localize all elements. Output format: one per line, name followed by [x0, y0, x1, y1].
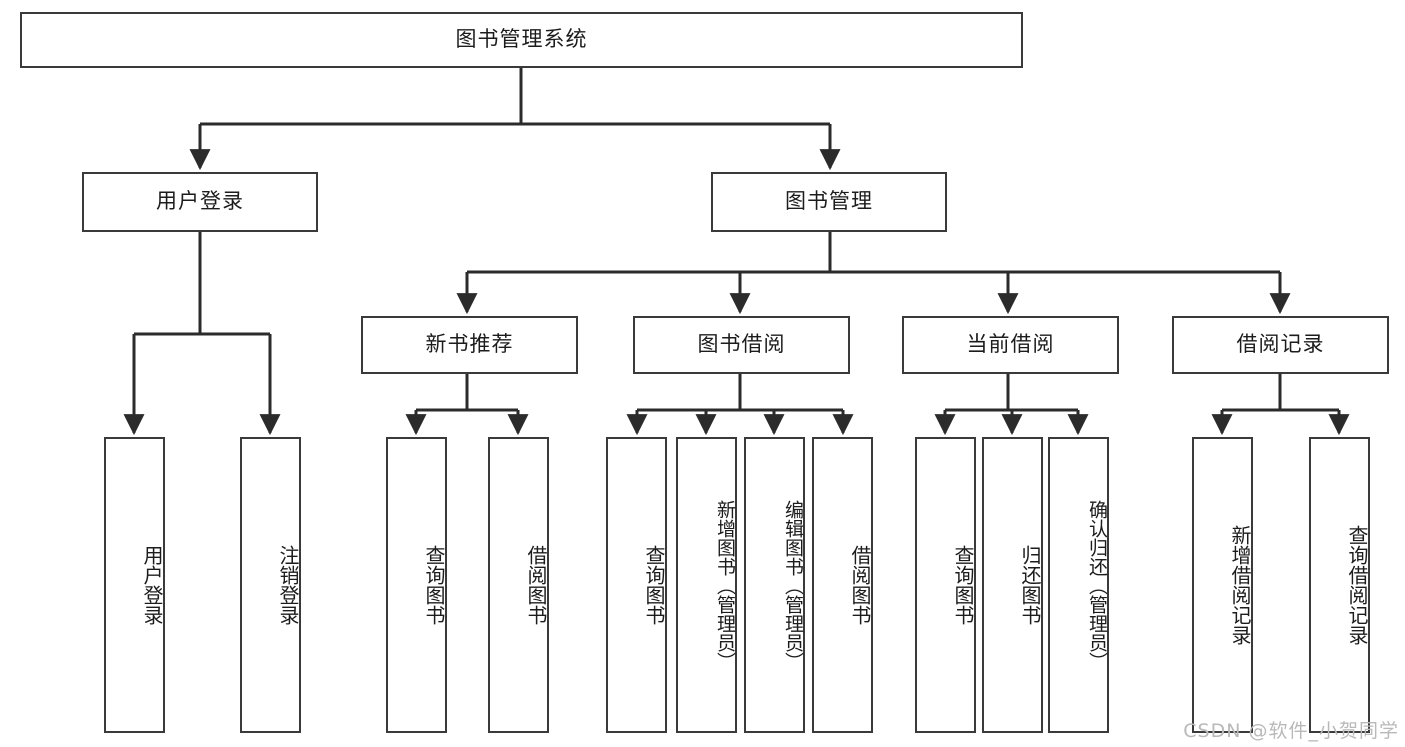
leaf-borrow-book-new-recommend[interactable]: 借阅图书: [488, 437, 549, 733]
node-book-borrow[interactable]: 图书借阅: [633, 316, 850, 374]
leaf-query-borrow-record[interactable]: 查询借阅记录: [1309, 437, 1370, 733]
leaf-return-book[interactable]: 归还图书: [982, 437, 1043, 733]
leaf-user-login[interactable]: 用户登录: [104, 437, 165, 733]
node-borrow-record[interactable]: 借阅记录: [1172, 316, 1389, 374]
leaf-query-book-current[interactable]: 查询图书: [915, 437, 976, 733]
leaf-borrow-book-borrow[interactable]: 借阅图书: [812, 437, 873, 733]
leaf-query-book-borrow[interactable]: 查询图书: [606, 437, 667, 733]
csdn-watermark: CSDN @软件_小贺同学: [1183, 720, 1399, 742]
leaf-add-book-admin[interactable]: 新增图书（管理员）: [676, 437, 737, 733]
leaf-edit-book-admin[interactable]: 编辑图书（管理员）: [744, 437, 805, 733]
node-user-login[interactable]: 用户登录: [82, 172, 318, 232]
leaf-logout-login[interactable]: 注销登录: [240, 437, 301, 733]
node-root-book-management-system[interactable]: 图书管理系统: [20, 12, 1023, 68]
leaf-confirm-return-admin[interactable]: 确认归还（管理员）: [1048, 437, 1109, 733]
node-current-borrow[interactable]: 当前借阅: [902, 316, 1119, 374]
leaf-query-book-new-recommend[interactable]: 查询图书: [386, 437, 447, 733]
node-new-book-recommend[interactable]: 新书推荐: [361, 316, 578, 374]
node-book-management[interactable]: 图书管理: [711, 172, 947, 232]
leaf-add-borrow-record[interactable]: 新增借阅记录: [1192, 437, 1253, 733]
